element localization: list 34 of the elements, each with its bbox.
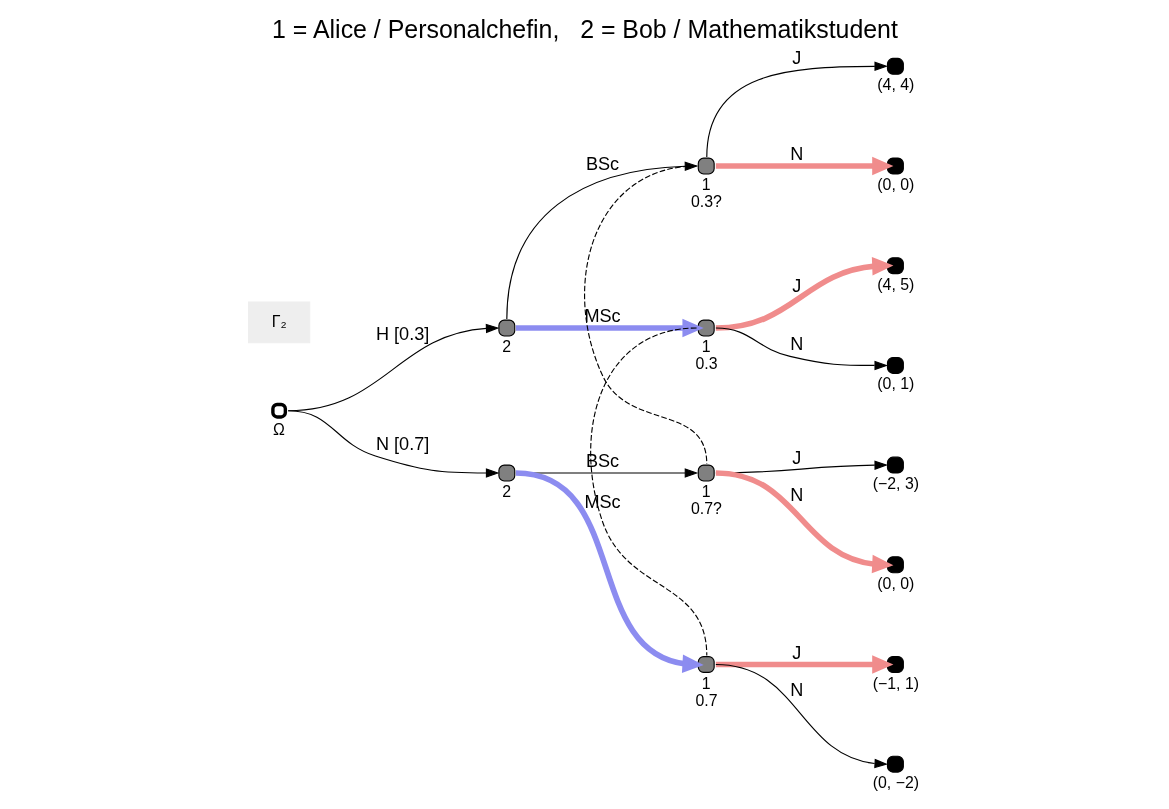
edge-label: J: [791, 642, 801, 663]
diagram-title: 1 = Alice / Personalchefin, 2 = Bob / Mathematikstudent: [271, 14, 898, 43]
node-label: 0.3: [694, 355, 717, 373]
node-label: 1: [701, 176, 711, 194]
node-label: (4, 5): [876, 275, 914, 293]
node-label: 1: [701, 483, 711, 501]
node-label: 0.7: [694, 691, 717, 709]
edge-label: N [0.7]: [375, 434, 429, 455]
edge-label: MSc: [583, 306, 621, 327]
edge-label: N: [789, 679, 803, 700]
node-label: 2: [501, 338, 511, 356]
node-label: 1: [701, 674, 711, 692]
node-label: 0.3?: [690, 193, 722, 211]
node-label: 1: [701, 338, 711, 356]
node-label: (0, −2): [872, 774, 919, 792]
edge-label: H [0.3]: [375, 324, 429, 345]
edge-label: N: [789, 485, 803, 506]
node-label: (−1, 1): [872, 674, 919, 692]
edge-label: BSc: [585, 154, 619, 175]
edge-label: MSc: [583, 491, 621, 512]
node-label: (−2, 3): [872, 475, 919, 493]
edge-label: BSc: [585, 451, 619, 472]
node-label: (0, 0): [876, 574, 914, 592]
node-label: (0, 1): [876, 375, 914, 393]
node-label: (0, 0): [876, 176, 914, 194]
edge-label: J: [791, 447, 801, 468]
node-label: Ω: [272, 420, 285, 438]
edge-label: J: [791, 275, 801, 296]
edge-label: N: [789, 144, 803, 165]
edge-label: J: [791, 47, 801, 68]
node-label: 2: [501, 483, 511, 501]
node-label: 0.7?: [690, 500, 722, 518]
node-label: (4, 4): [876, 76, 914, 94]
edge-label: N: [789, 334, 803, 355]
